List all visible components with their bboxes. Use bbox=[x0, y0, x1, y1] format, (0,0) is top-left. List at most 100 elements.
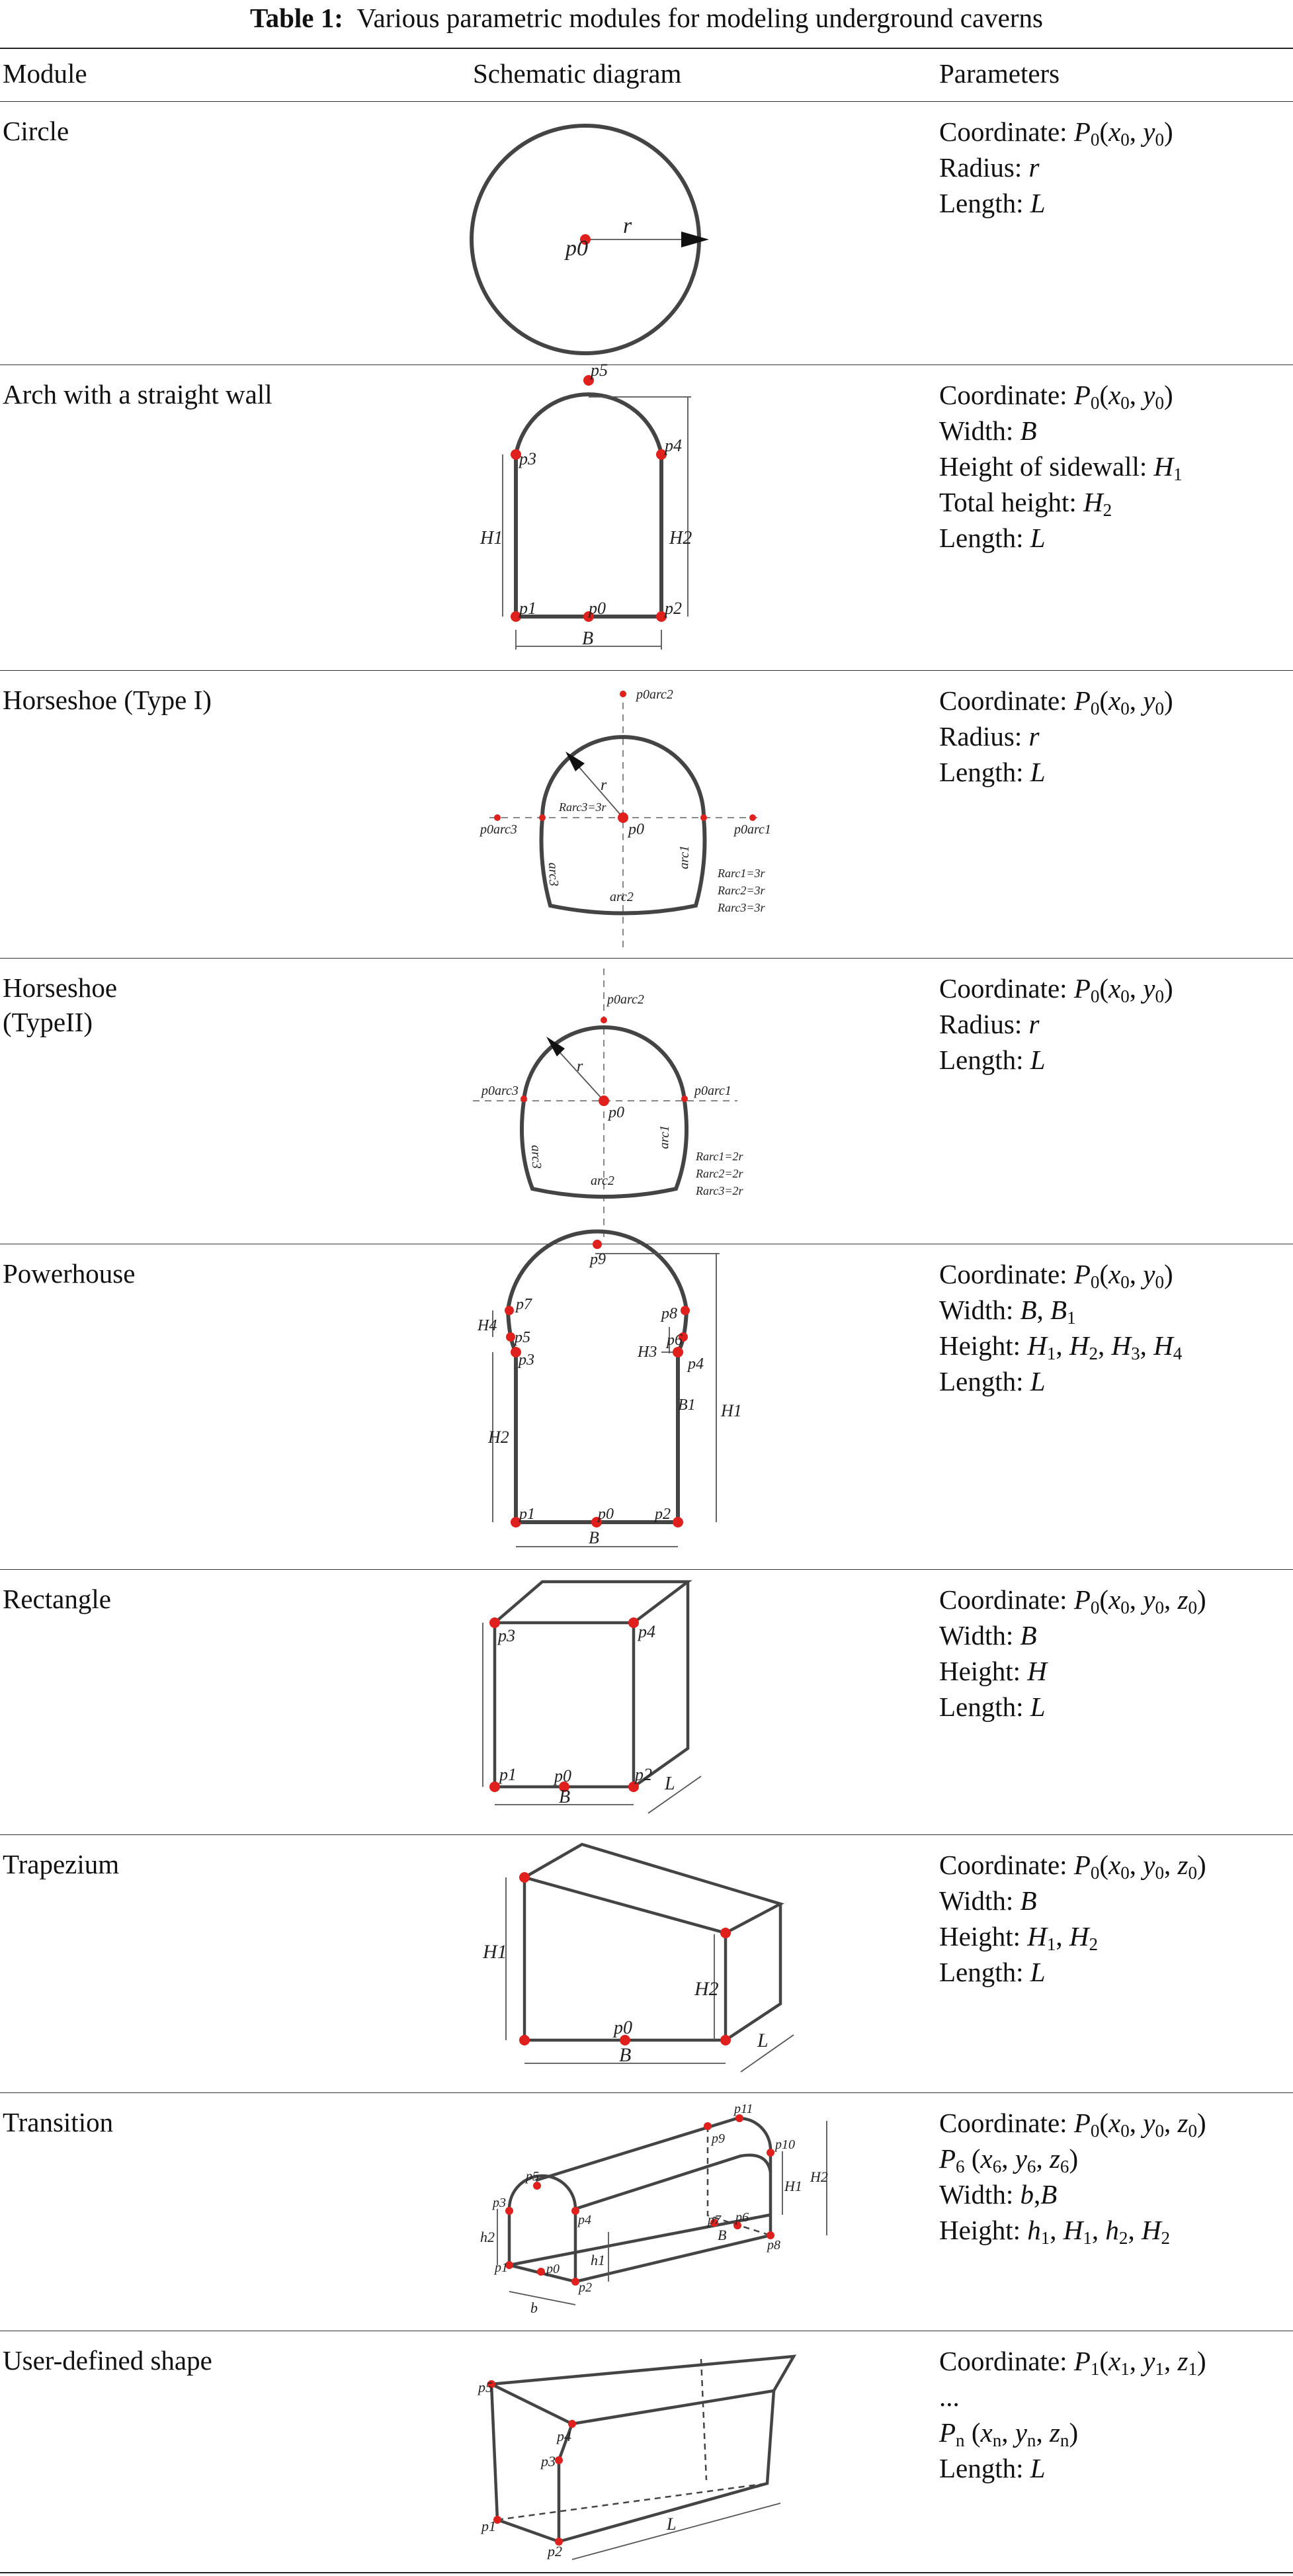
diagram-label: p11 bbox=[733, 2102, 753, 2116]
param-line: Total height: H2 bbox=[939, 487, 1112, 520]
diagram-label: p4 bbox=[687, 1355, 704, 1373]
diagram-label: L bbox=[757, 2030, 769, 2051]
diagram-label: p10 bbox=[774, 2137, 795, 2152]
diagram-label: p4 bbox=[577, 2213, 591, 2227]
diagram-label: p3 bbox=[491, 2196, 506, 2210]
caption-text: Various parametric modules for modeling … bbox=[356, 3, 1043, 33]
label-p0: p0 bbox=[564, 236, 588, 261]
parameters-cell: Coordinate: P0(x0, y0) Width: B, B1 Heig… bbox=[939, 1256, 1182, 1399]
diagram-user-defined: p1 p2 p3 p4 p5 L bbox=[477, 2354, 797, 2560]
diagram-label: p6 bbox=[665, 1332, 683, 1349]
diagram-label: p0 bbox=[612, 2018, 632, 2038]
diagram-label: L bbox=[666, 2514, 676, 2534]
parameters-cell: Coordinate: P0(x0, y0, z0) Width: B Heig… bbox=[939, 1847, 1206, 1990]
module-name: Powerhouse bbox=[3, 1258, 136, 1289]
diagram-label: p6 bbox=[734, 2210, 749, 2225]
diagram-label: p0 bbox=[587, 599, 606, 618]
diagram-label: Rarc3=3r bbox=[558, 800, 606, 814]
diagram-label: arc2 bbox=[591, 1174, 614, 1188]
diagram-label: p3 bbox=[497, 1626, 515, 1645]
param-line: Width: B bbox=[939, 415, 1037, 446]
diagram-label: p0arc1 bbox=[733, 822, 771, 837]
param-line: ... bbox=[939, 2382, 960, 2412]
diagram-label: p1 bbox=[480, 2518, 496, 2534]
param-line: Radius: r bbox=[939, 721, 1040, 751]
module-name: Arch with a straight wall bbox=[3, 379, 272, 409]
parameters-cell: Coordinate: P0(x0, y0, z0) Width: B Heig… bbox=[939, 1582, 1206, 1725]
param-line: Height of sidewall: H1 bbox=[939, 451, 1183, 484]
diagram-label: B bbox=[619, 2044, 631, 2066]
diagram-label: arc1 bbox=[677, 845, 692, 870]
diagram-label: p1 bbox=[493, 2260, 508, 2275]
diagram-label: Rarc1=2r bbox=[695, 1150, 743, 1163]
header-diagram: Schematic diagram bbox=[473, 58, 682, 89]
diagram-label: B bbox=[589, 1528, 599, 1547]
diagram-label: arc1 bbox=[657, 1125, 672, 1150]
table-row: Trapezium p0 H1 H2 B L Coordinate: P0(x0… bbox=[0, 1835, 1293, 2092]
parameters-cell: Coordinate: P0(x0, y0) Radius: r Length:… bbox=[939, 970, 1173, 1078]
param-line: Length: L bbox=[939, 1366, 1046, 1396]
param-line: Height: h1, H1, h2, H2 bbox=[939, 2215, 1171, 2248]
diagram-label: Rarc2=3r bbox=[717, 884, 765, 897]
diagram-label: H2 bbox=[669, 528, 692, 548]
diagram-label: p8 bbox=[766, 2238, 780, 2253]
diagram-label: h2 bbox=[480, 2229, 495, 2245]
diagram-label: H2 bbox=[694, 1978, 719, 2000]
param-line: Radius: r bbox=[939, 1009, 1040, 1039]
param-line: Coordinate: P0(x0, y0) bbox=[939, 116, 1173, 150]
diagram-label: p4 bbox=[556, 2428, 571, 2444]
param-line: Coordinate: P0(x0, y0) bbox=[939, 380, 1173, 413]
diagram-label: B1 bbox=[678, 1396, 696, 1414]
diagram-label: p3 bbox=[518, 449, 536, 468]
diagram-label: r bbox=[577, 1058, 583, 1075]
diagram-circle: p0 r bbox=[470, 124, 709, 355]
diagram-label: h1 bbox=[591, 2252, 605, 2268]
table-row: User-defined shape p1 p2 p3 p4 p5 L Coor… bbox=[0, 2331, 1293, 2573]
diagram-label: B bbox=[718, 2227, 726, 2243]
param-line: Coordinate: P0(x0, y0, z0) bbox=[939, 1584, 1206, 1617]
param-line: Length: L bbox=[939, 1045, 1046, 1075]
diagram-label: H1 bbox=[480, 528, 503, 548]
label-r: r bbox=[623, 214, 632, 238]
diagram-label: p0 bbox=[545, 2262, 560, 2276]
header-parameters: Parameters bbox=[939, 58, 1060, 89]
diagram-label: B bbox=[559, 1787, 570, 1807]
diagram-label: p8 bbox=[660, 1305, 677, 1322]
param-line: Pn (xn, yn, zn) bbox=[939, 2417, 1079, 2450]
param-line: Coordinate: P0(x0, y0) bbox=[939, 1259, 1173, 1292]
param-line: Length: L bbox=[939, 2453, 1046, 2483]
table-row: Circle p0 r Coordinate: P0(x0, y0) Radiu… bbox=[0, 102, 1293, 365]
diagram-transition: p0 p1 p2 p3 p4 p5 p6 p7 p8 p9 p10 p11 h1… bbox=[480, 2102, 828, 2316]
diagram-label: Rarc3=3r bbox=[717, 901, 765, 914]
diagram-horseshoe-type2: p0 r p0arc1 p0arc2 p0arc3 arc1 arc3 arc2… bbox=[473, 968, 743, 1240]
param-line: Width: B, B1 bbox=[939, 1295, 1076, 1328]
diagram-powerhouse: p0 p1 p2 p3 p4 p5 p6 p7 p8 p9 H1 H2 H3 H… bbox=[477, 1229, 742, 1547]
diagram-label: H1 bbox=[784, 2178, 802, 2194]
diagram-label: p5 bbox=[589, 361, 608, 380]
diagram-label: p3 bbox=[540, 2453, 556, 2469]
parameters-cell: Coordinate: P0(x0, y0) Radius: r Length:… bbox=[939, 683, 1173, 790]
diagram-label: p0arc3 bbox=[480, 1084, 519, 1098]
diagram-label: p0arc1 bbox=[693, 1084, 731, 1098]
diagram-trapezium: p0 H1 H2 B L bbox=[482, 1842, 794, 2073]
diagram-label: p1 bbox=[498, 1765, 517, 1784]
module-name: Trapezium bbox=[3, 1849, 120, 1879]
diagram-rectangle: p0 p1 p2 p3 p4 B L bbox=[482, 1580, 702, 1814]
module-name: Horseshoe (Type I) bbox=[3, 685, 212, 715]
diagram-label: p1 bbox=[518, 599, 536, 618]
diagram-label: Rarc2=2r bbox=[695, 1167, 743, 1180]
param-line: Height: H bbox=[939, 1656, 1047, 1686]
param-line: Width: b,B bbox=[939, 2179, 1058, 2210]
diagram-label: H2 bbox=[487, 1428, 509, 1447]
param-line: Length: L bbox=[939, 188, 1046, 218]
diagram-label: p2 bbox=[653, 1506, 671, 1523]
diagram-label: arc2 bbox=[610, 890, 634, 904]
param-line: P6 (x6, y6, z6) bbox=[939, 2143, 1079, 2176]
diagram-arch: p0 p1 p2 p3 p4 p5 H1 H2 B bbox=[480, 361, 692, 650]
diagram-label: p0 bbox=[607, 1104, 624, 1121]
diagram-label: p5 bbox=[524, 2169, 539, 2184]
diagram-label: p0arc3 bbox=[479, 822, 517, 837]
parameters-cell: Coordinate: P1(x1, y1, z1) ... Pn (xn, y… bbox=[939, 2343, 1206, 2486]
parameters-cell: Coordinate: P0(x0, y0, z0) P6 (x6, y6, z… bbox=[939, 2105, 1206, 2248]
param-line: Coordinate: P0(x0, y0) bbox=[939, 973, 1173, 1006]
